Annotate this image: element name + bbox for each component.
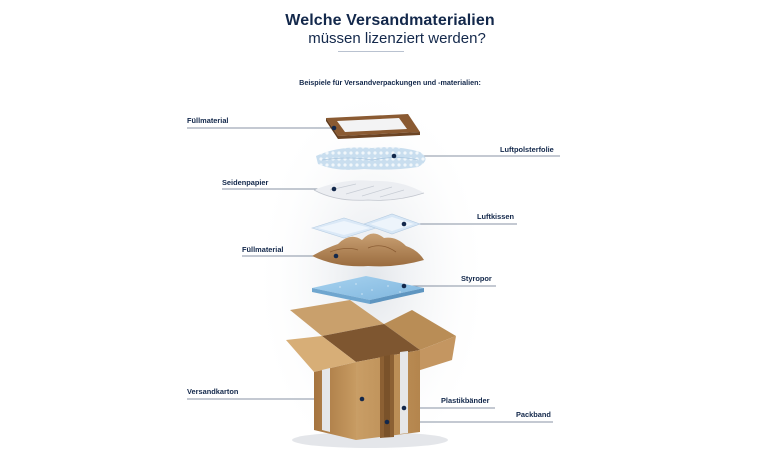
- picture-frame-illustration: [326, 114, 420, 139]
- air-cushions-illustration: [310, 213, 421, 239]
- bubble-wrap-illustration: [316, 147, 426, 170]
- label-packband: Packband: [516, 410, 551, 419]
- page-title: Welche Versandmaterialien: [285, 12, 495, 29]
- tissue-paper-illustration: [313, 180, 425, 201]
- title-divider: [338, 51, 404, 52]
- label-styropor: Styropor: [461, 274, 492, 283]
- label-fuellmaterial-mid: Füllmaterial: [242, 245, 284, 254]
- marker-dots: [331, 125, 407, 425]
- styrofoam-illustration: [312, 276, 424, 304]
- shipping-box-illustration: [286, 300, 456, 448]
- label-plastikbaender: Plastikbänder: [441, 396, 490, 405]
- label-versandkarton: Versandkarton: [187, 387, 239, 396]
- label-fuellmaterial-top: Füllmaterial: [187, 116, 229, 125]
- label-luftpolsterfolie: Luftpolsterfolie: [500, 145, 554, 154]
- loose-fill-illustration: [312, 233, 424, 267]
- page-title-line2: müssen lizenziert werden?: [308, 30, 486, 47]
- label-seidenpapier: Seidenpapier: [222, 178, 269, 187]
- label-luftkissen: Luftkissen: [477, 212, 514, 221]
